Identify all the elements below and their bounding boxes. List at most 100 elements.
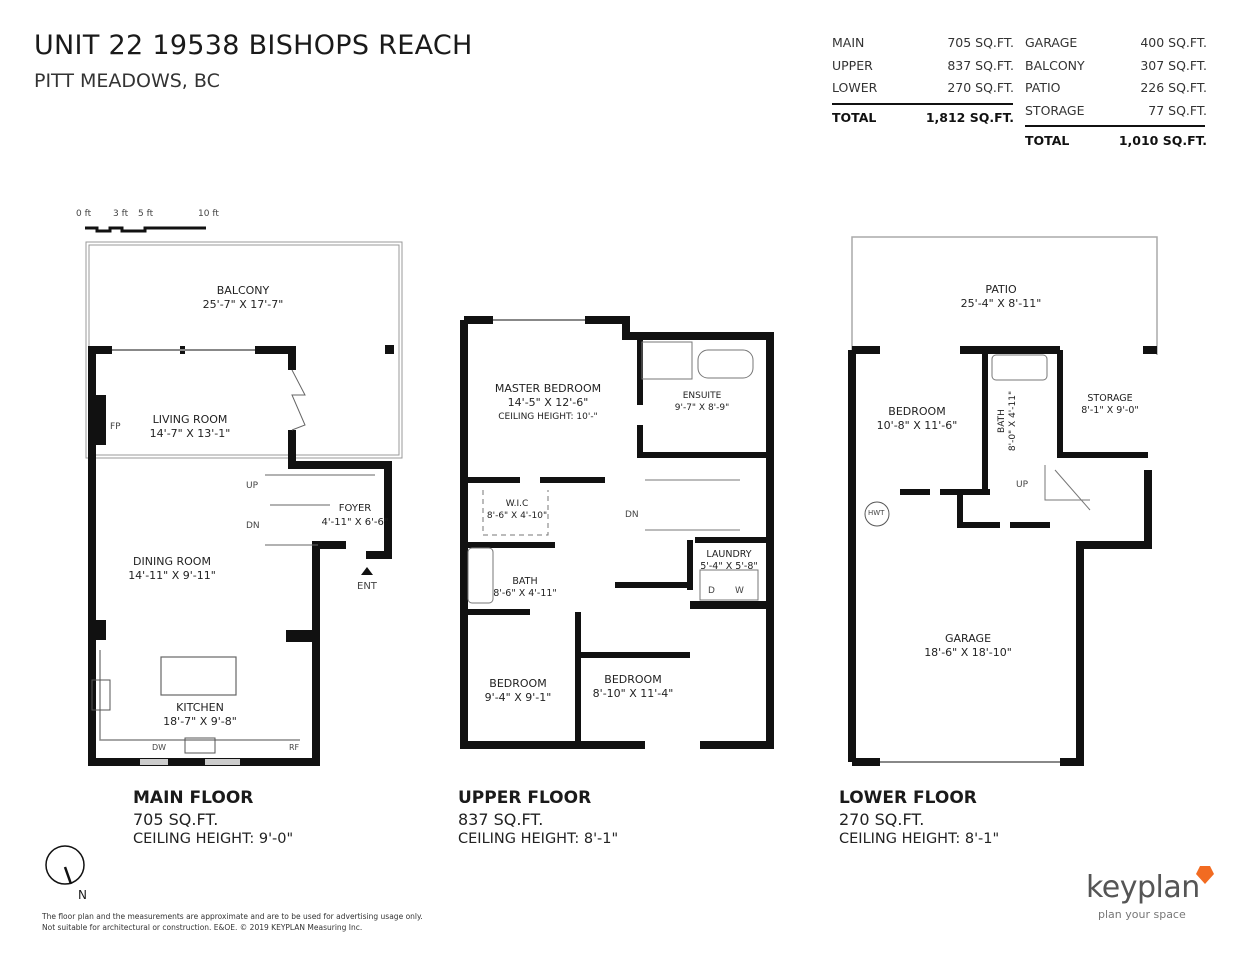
scale-tick: 5 ft — [138, 209, 154, 219]
room-dims: 9'-7" X 8'-9" — [674, 403, 730, 413]
area-value: 77 SQ.FT. — [1148, 103, 1207, 118]
room-name: PATIO — [985, 283, 1017, 296]
scale-tick: 10 ft — [198, 209, 219, 219]
lower-floor-plan — [848, 236, 1158, 766]
scale-tick: 0 ft — [76, 209, 92, 219]
area-total-row: TOTAL 1,812 SQ.FT. — [832, 110, 1014, 125]
area-row: MAIN 705 SQ.FT. — [832, 35, 1014, 50]
room-name: BEDROOM — [888, 405, 946, 418]
upper-floor-ceiling: CEILING HEIGHT: 8'-1" — [458, 831, 619, 847]
area-total-row: TOTAL 1,010 SQ.FT. — [1025, 133, 1207, 148]
main-floor-plan — [85, 241, 403, 766]
room-dims: 8'-10" X 11'-4" — [592, 687, 674, 700]
disclaimer-line: Not suitable for architectural or constr… — [42, 923, 363, 932]
area-row: STORAGE 77 SQ.FT. — [1025, 103, 1207, 118]
area-label: STORAGE — [1025, 103, 1085, 118]
room-note: CEILING HEIGHT: 10'-" — [498, 412, 598, 422]
stairs-up-label: UP — [1016, 480, 1029, 490]
room-dims: 4'-11" X 6'-6" — [321, 517, 389, 528]
area-value: 226 SQ.FT. — [1140, 80, 1207, 95]
fridge-label: RF — [289, 743, 300, 752]
area-row: PATIO 226 SQ.FT. — [1025, 80, 1207, 95]
room-name: BATH — [512, 576, 538, 587]
lower-floor-title: LOWER FLOOR — [839, 788, 977, 808]
divider — [1025, 125, 1205, 127]
area-value: 837 SQ.FT. — [947, 58, 1014, 73]
property-city: PITT MEADOWS, BC — [34, 70, 220, 92]
total-value: 1,812 SQ.FT. — [925, 110, 1014, 125]
room-name: LAUNDRY — [706, 549, 752, 560]
area-value: 400 SQ.FT. — [1140, 35, 1207, 50]
area-label: MAIN — [832, 35, 865, 50]
main-floor-area: 705 SQ.FT. — [133, 810, 219, 829]
north-label: N — [78, 888, 87, 902]
total-label: TOTAL — [1025, 133, 1070, 148]
disclaimer-line: The floor plan and the measurements are … — [42, 912, 423, 921]
washer-label: W — [735, 586, 744, 596]
area-label: UPPER — [832, 58, 873, 73]
disclaimer: The floor plan and the measurements are … — [42, 911, 423, 933]
room-name: ENSUITE — [682, 391, 722, 401]
room-dims: 25'-7" X 17'-7" — [202, 298, 284, 311]
main-floor-ceiling: CEILING HEIGHT: 9'-0" — [133, 831, 294, 847]
room-name: GARAGE — [944, 632, 992, 645]
total-value: 1,010 SQ.FT. — [1118, 133, 1207, 148]
room-dims: 8'-6" X 4'-11" — [493, 588, 557, 599]
room-name: STORAGE — [1087, 393, 1133, 404]
water-heater-label: HWT — [868, 509, 885, 517]
room-dims: 9'-4" X 9'-1" — [484, 691, 552, 704]
room-name: BEDROOM — [489, 677, 547, 690]
room-dims: 14'-5" X 12'-6" — [507, 396, 589, 409]
room-ensuite: ENSUITE 9'-7" X 8'-9" — [675, 390, 730, 414]
room-dims: 14'-11" X 9'-11" — [128, 569, 216, 582]
total-label: TOTAL — [832, 110, 877, 125]
area-label: GARAGE — [1025, 35, 1078, 50]
upper-floor-plan — [460, 316, 774, 749]
room-dims: 8'-0" X 4'-11" — [1008, 390, 1018, 452]
stairs-down-label: DN — [246, 521, 260, 531]
area-value: 705 SQ.FT. — [947, 35, 1014, 50]
area-value: 307 SQ.FT. — [1140, 58, 1207, 73]
room-name: BEDROOM — [604, 673, 662, 686]
stairs-down-label: DN — [625, 510, 639, 520]
area-label: PATIO — [1025, 80, 1061, 95]
stairs-up-label: UP — [246, 481, 259, 491]
room-name: LIVING ROOM — [152, 413, 228, 426]
brand-tagline: plan your space — [1098, 908, 1186, 921]
room-dims: 8'-1" X 9'-0" — [1081, 405, 1139, 416]
room-dims: 18'-7" X 9'-8" — [163, 715, 237, 728]
property-address: UNIT 22 19538 BISHOPS REACH — [34, 30, 473, 61]
room-name: KITCHEN — [176, 701, 224, 714]
room-name: FOYER — [338, 503, 372, 514]
area-row: GARAGE 400 SQ.FT. — [1025, 35, 1207, 50]
fireplace-label: FP — [110, 422, 121, 432]
north-compass-icon — [45, 845, 85, 885]
room-dims: 18'-6" X 18'-10" — [924, 646, 1012, 659]
dishwasher-label: DW — [152, 743, 167, 752]
room-dims: 5'-4" X 5'-8" — [700, 561, 758, 572]
room-dims: 8'-6" X 4'-10" — [486, 511, 548, 521]
room-name: BALCONY — [216, 284, 270, 297]
room-foyer: FOYER 4'-11" X 6'-6" — [322, 502, 389, 530]
lower-floor-ceiling: CEILING HEIGHT: 8'-1" — [839, 831, 1000, 847]
upper-floor-title: UPPER FLOOR — [458, 788, 592, 808]
entrance-label: ENT — [357, 581, 377, 592]
scale-bar — [85, 226, 206, 233]
